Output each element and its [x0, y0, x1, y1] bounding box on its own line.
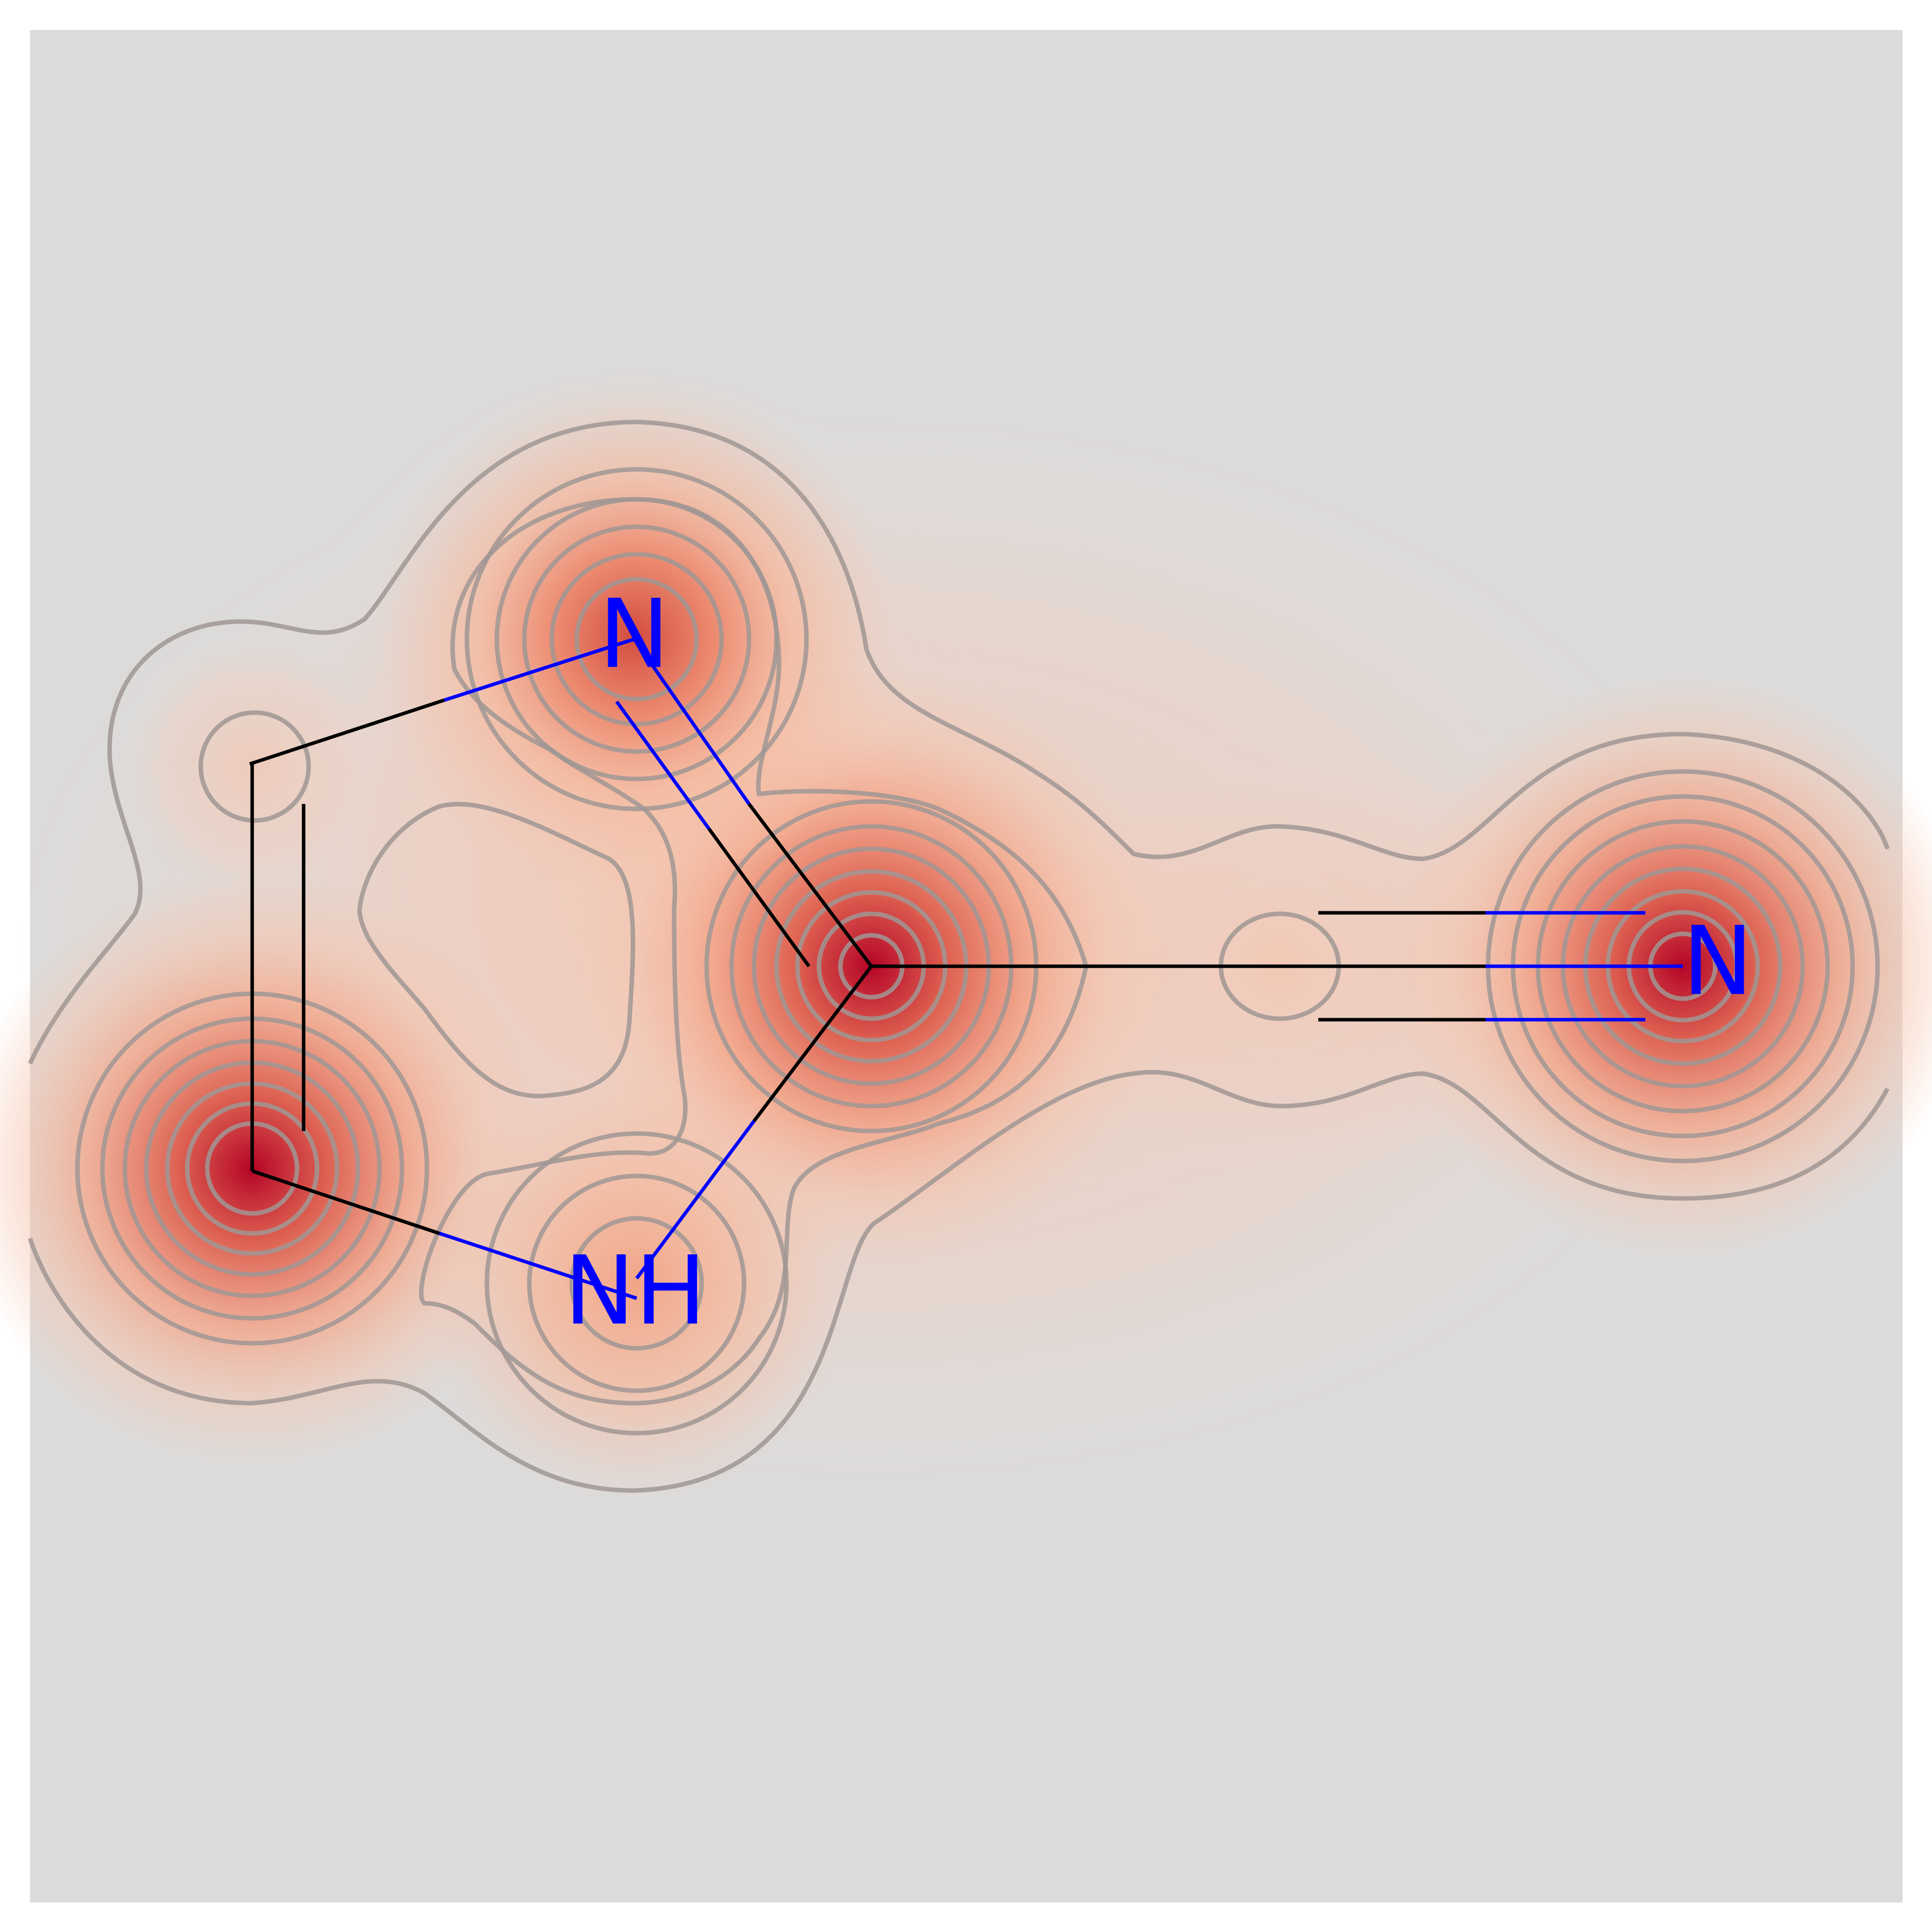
bond-center-nh-n-half: [635, 1120, 756, 1280]
bonds: [249, 637, 1683, 1300]
contour-top-n: [464, 467, 809, 811]
heat-blob-ring-carbon: [0, 874, 547, 1463]
heat-blob-top-n: [375, 377, 894, 896]
contour-ring-hole: [357, 801, 636, 1099]
contour-outer-lower: [27, 1070, 1890, 1493]
bond-n-center-inner-n-half: [615, 700, 711, 830]
atom-labels: N NH N: [564, 579, 1754, 1346]
bond-n-center-outer-n-half: [633, 638, 751, 805]
atom-label-n-top: N: [599, 579, 670, 690]
contour-nh: [484, 1131, 789, 1436]
heat-blobs: [0, 377, 1932, 1498]
bond-c-top-n-nitrogen-half: [443, 637, 635, 702]
contour-ring-carbon: [75, 991, 429, 1346]
bond-n-center-inner-c-half: [708, 827, 810, 968]
bond-nh-ring-c-half: [251, 1169, 440, 1235]
atom-label-n-nitrile: N: [1682, 906, 1753, 1017]
bond-center-nh-c-half: [753, 965, 873, 1123]
bond-n-center-outer-c-half: [748, 802, 873, 968]
contour-inner-boundary: [419, 497, 1089, 1406]
atom-label-nh: NH: [564, 1236, 707, 1346]
bond-nh-ring-n-half: [438, 1231, 638, 1300]
contour-top-carbon: [198, 710, 311, 823]
contour-outer: [27, 419, 1890, 1065]
bond-c-top-n-carbon-half: [249, 698, 445, 766]
